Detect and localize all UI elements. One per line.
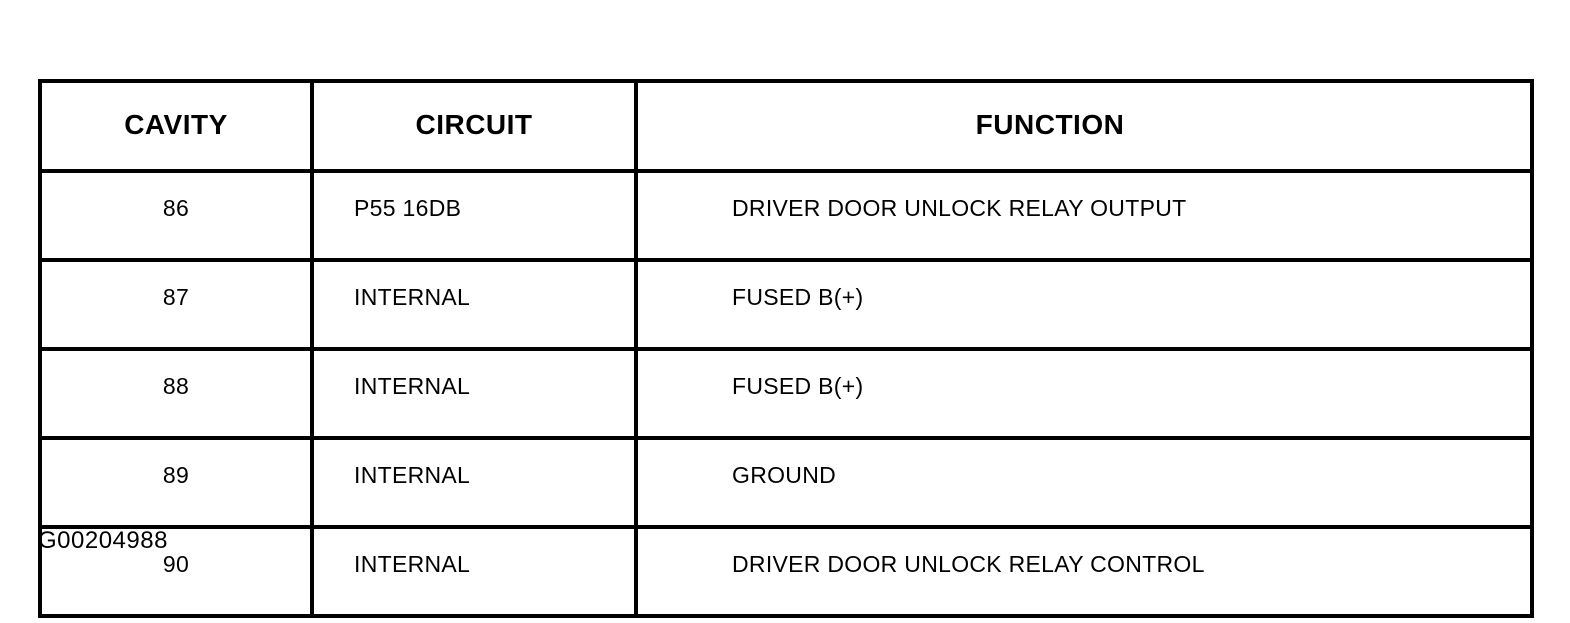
cell-cavity: 88 (38, 347, 314, 440)
table-row: 87 INTERNAL FUSED B(+) (38, 258, 1534, 351)
cell-cavity: 89 (38, 436, 314, 529)
cell-cavity: 86 (38, 169, 314, 262)
cell-function: GROUND (634, 436, 1534, 529)
table-row: 88 INTERNAL FUSED B(+) (38, 347, 1534, 440)
table-row: 90 INTERNAL DRIVER DOOR UNLOCK RELAY CON… (38, 525, 1534, 618)
cell-function: FUSED B(+) (634, 347, 1534, 440)
connector-pinout-table: CAVITY CIRCUIT FUNCTION 86 P55 16DB DRIV… (38, 79, 1534, 618)
table-row: 89 INTERNAL GROUND (38, 436, 1534, 529)
table-header: CAVITY CIRCUIT FUNCTION (38, 79, 1534, 173)
column-header-cavity: CAVITY (38, 79, 314, 173)
cell-circuit: INTERNAL (310, 436, 638, 529)
table-header-row: CAVITY CIRCUIT FUNCTION (38, 79, 1534, 173)
cell-cavity: 87 (38, 258, 314, 351)
cell-function: FUSED B(+) (634, 258, 1534, 351)
cell-circuit: INTERNAL (310, 525, 638, 618)
cell-cavity: 90 (38, 525, 314, 618)
table-row: 86 P55 16DB DRIVER DOOR UNLOCK RELAY OUT… (38, 169, 1534, 262)
figure-id-label: G00204988 (38, 527, 168, 554)
cell-circuit: P55 16DB (310, 169, 638, 262)
cell-function: DRIVER DOOR UNLOCK RELAY OUTPUT (634, 169, 1534, 262)
column-header-circuit: CIRCUIT (310, 79, 638, 173)
column-header-function: FUNCTION (634, 79, 1534, 173)
table-body: 86 P55 16DB DRIVER DOOR UNLOCK RELAY OUT… (38, 169, 1534, 618)
cell-function: DRIVER DOOR UNLOCK RELAY CONTROL (634, 525, 1534, 618)
cell-circuit: INTERNAL (310, 258, 638, 351)
cell-circuit: INTERNAL (310, 347, 638, 440)
